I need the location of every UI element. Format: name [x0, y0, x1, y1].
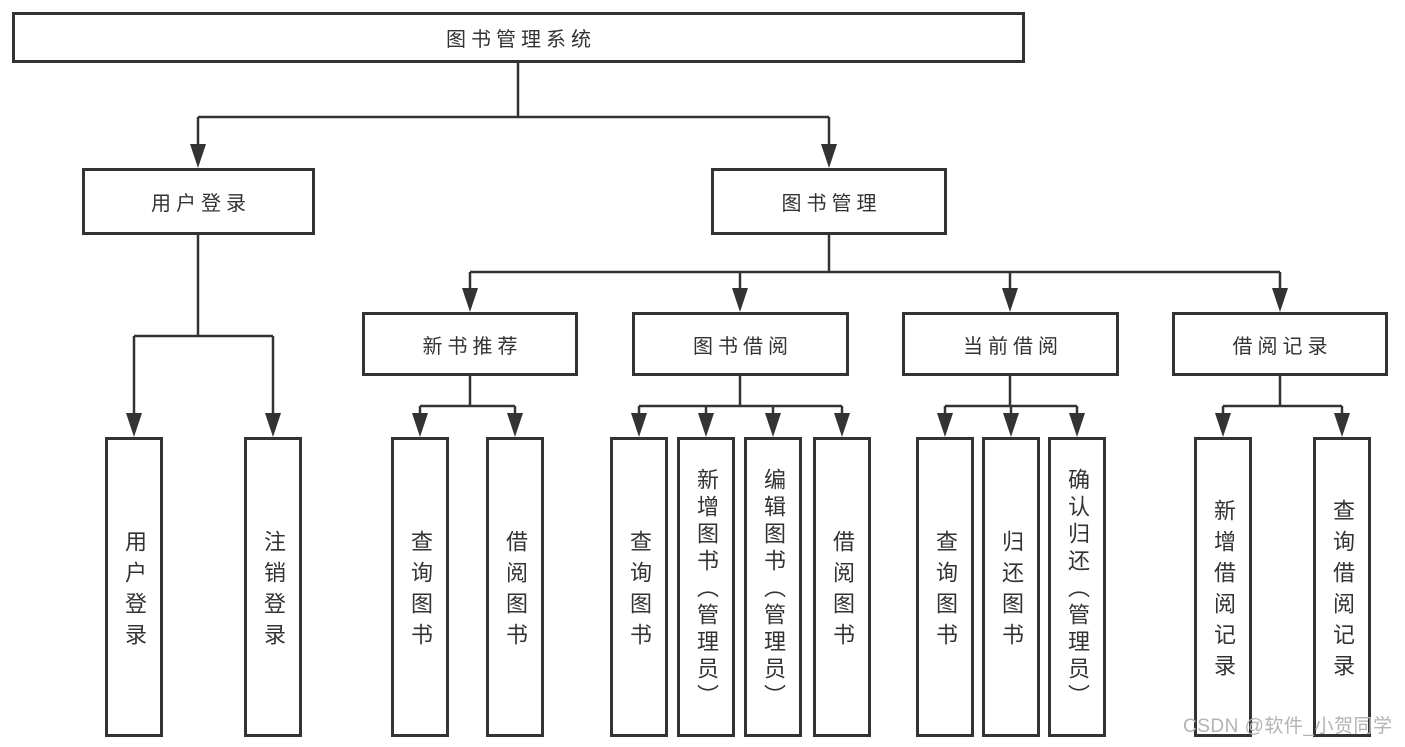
leaf-query-borrow-record: 查询借阅记录	[1313, 437, 1371, 737]
node-label: 确认归还（管理员）	[1065, 468, 1090, 711]
node-label: 用户登录	[122, 529, 147, 654]
node-label: 编辑图书（管理员）	[761, 468, 786, 711]
node-label: 新增图书（管理员）	[694, 468, 719, 711]
leaf-add-book-admin: 新增图书（管理员）	[677, 437, 735, 737]
node-new-book-recommend: 新书推荐	[362, 312, 578, 376]
node-label: 图书管理系统	[446, 29, 596, 51]
leaf-return-book: 归还图书	[982, 437, 1040, 737]
leaf-edit-book-admin: 编辑图书（管理员）	[744, 437, 802, 737]
node-label: 查询图书	[933, 529, 958, 654]
node-label: 图书管理	[781, 193, 882, 215]
csdn-watermark: CSDN @软件_小贺同学	[1183, 716, 1393, 737]
node-label: 借阅图书	[503, 529, 528, 654]
node-label: 注销登录	[261, 529, 286, 654]
node-label: 当前借阅	[963, 335, 1063, 358]
leaf-user-login: 用户登录	[105, 437, 163, 737]
node-label: 新书推荐	[422, 335, 523, 358]
node-library-management-system: 图书管理系统	[12, 12, 1025, 63]
node-label: 查询图书	[627, 529, 652, 654]
node-label: 借阅图书	[830, 529, 855, 654]
node-label: 借阅记录	[1232, 335, 1333, 358]
leaf-query-books-1: 查询图书	[391, 437, 449, 737]
arrowhead-icons	[126, 144, 1350, 437]
node-label: 查询图书	[408, 529, 433, 654]
leaf-confirm-return-admin: 确认归还（管理员）	[1048, 437, 1106, 737]
leaf-add-borrow-record: 新增借阅记录	[1194, 437, 1252, 737]
node-book-management: 图书管理	[711, 168, 947, 235]
node-label: 归还图书	[999, 529, 1024, 654]
leaf-borrow-books-2: 借阅图书	[813, 437, 871, 737]
node-current-borrow: 当前借阅	[902, 312, 1119, 376]
leaf-query-books-3: 查询图书	[916, 437, 974, 737]
node-label: 查询借阅记录	[1330, 498, 1355, 685]
node-label: 图书借阅	[693, 335, 793, 358]
leaf-borrow-books-1: 借阅图书	[486, 437, 544, 737]
node-label: 用户登录	[151, 193, 251, 215]
leaf-query-books-2: 查询图书	[610, 437, 668, 737]
node-label: 新增借阅记录	[1211, 498, 1236, 685]
node-user-login: 用户登录	[82, 168, 315, 235]
leaf-logout: 注销登录	[244, 437, 302, 737]
node-book-borrow: 图书借阅	[632, 312, 849, 376]
node-borrow-records: 借阅记录	[1172, 312, 1388, 376]
